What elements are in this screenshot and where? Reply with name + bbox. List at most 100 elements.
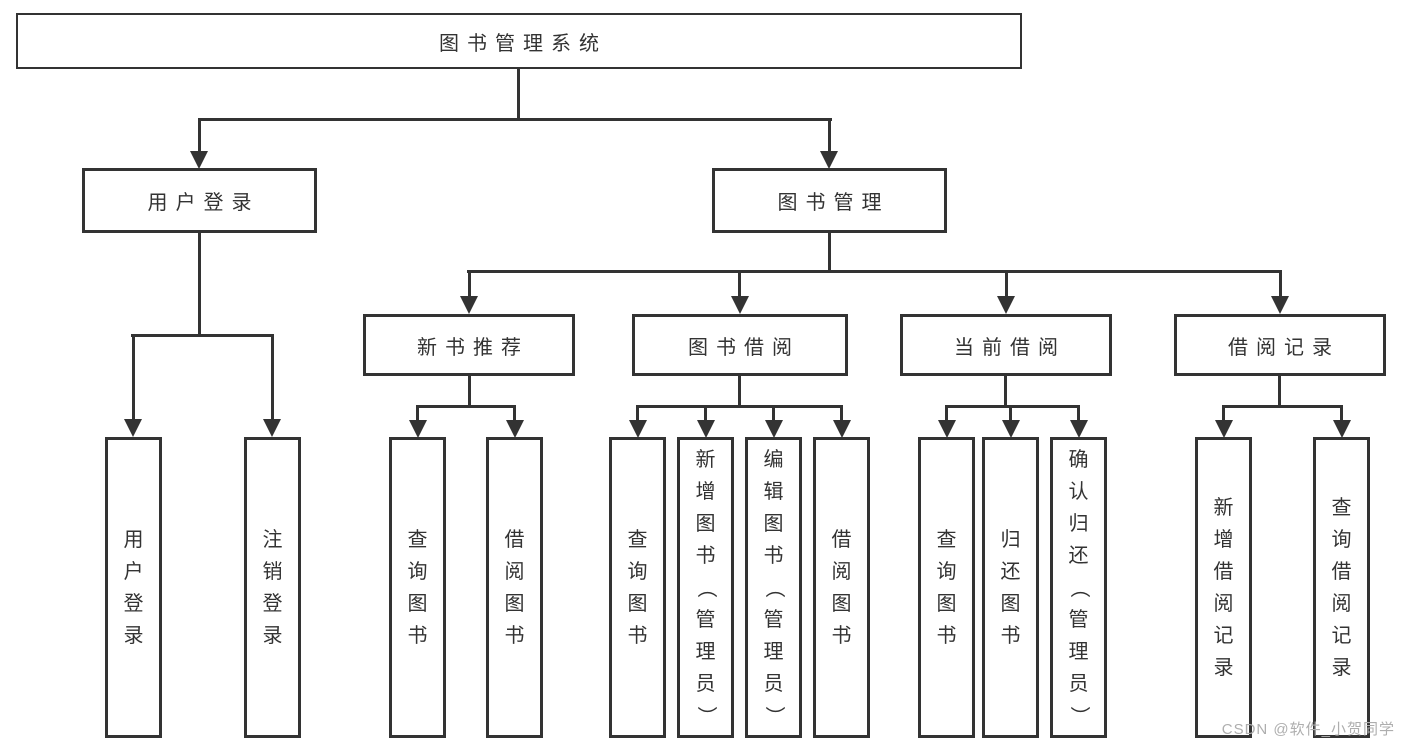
leaf-query-books: 查询图书 [389,437,446,738]
leaf-borrow-books: 借阅图书 [813,437,870,738]
node-label: 图书管理系统 [439,32,607,55]
leaf-label-char: 书 [763,544,784,567]
leaf-label-char: 记 [1213,624,1234,647]
connector-line [828,118,831,154]
leaf-label-char: 理 [695,640,716,663]
arrow-down-icon [124,419,142,437]
connector-line [738,270,741,298]
connector-line [468,270,471,298]
arrow-down-icon [506,420,524,438]
connector-line [945,405,1080,408]
leaf-label-char: 查 [1331,496,1352,519]
arrow-down-icon [697,420,715,438]
connector-line [738,376,741,408]
leaf-label-char: ） [762,705,785,726]
connector-line [513,405,516,423]
leaf-label-char: ） [1067,705,1090,726]
leaf-label-char: 销 [262,560,283,583]
leaf-label-char: （ [1067,577,1090,598]
node-book-management: 图书管理 [712,168,947,233]
connector-line [198,118,832,121]
arrow-down-icon [629,420,647,438]
leaf-label-char: 借 [1331,560,1352,583]
leaf-label-char: 图 [831,592,852,615]
connector-line [1222,405,1343,408]
leaf-label-char: 询 [627,560,648,583]
leaf-label-char: 书 [1000,624,1021,647]
leaf-label-char: 还 [1000,560,1021,583]
leaf-label-char: 阅 [831,560,852,583]
connector-line [945,405,948,423]
arrow-down-icon [833,420,851,438]
leaf-label-char: 注 [262,528,283,551]
leaf-label-char: 理 [1068,640,1089,663]
leaf-label-char: 确 [1068,448,1089,471]
connector-line [1222,405,1225,423]
node-label: 图书借阅 [688,336,800,359]
leaf-label-char: 查 [407,528,428,551]
arrow-down-icon [1215,420,1233,438]
arrow-down-icon [820,151,838,169]
connector-line [198,118,201,154]
leaf-label-char: 录 [262,624,283,647]
leaf-label-char: 询 [1331,528,1352,551]
leaf-label-char: 询 [936,560,957,583]
arrow-down-icon [1002,420,1020,438]
connector-line [772,405,775,423]
connector-line [416,405,516,408]
leaf-label-char: 查 [627,528,648,551]
arrow-down-icon [1271,296,1289,314]
connector-line [517,69,520,120]
leaf-logout: 注销登录 [244,437,301,738]
leaf-return-books: 归还图书 [982,437,1039,738]
connector-line [416,405,419,423]
arrow-down-icon [938,420,956,438]
leaf-label-char: 登 [123,592,144,615]
connector-line [132,334,135,422]
leaf-label-char: 归 [1068,512,1089,535]
leaf-label-char: ） [694,705,717,726]
leaf-label-char: 图 [1000,592,1021,615]
arrow-down-icon [409,420,427,438]
leaf-edit-books-admin: 编辑图书（管理员） [745,437,802,738]
connector-line [1005,270,1008,298]
leaf-label-char: 员 [763,672,784,695]
leaf-label-char: （ [762,577,785,598]
arrow-down-icon [1070,420,1088,438]
connector-line [704,405,707,423]
leaf-query-books: 查询图书 [918,437,975,738]
leaf-label-char: 图 [407,592,428,615]
node-book-borrowing: 图书借阅 [632,314,848,376]
leaf-label-char: 用 [123,528,144,551]
leaf-label-char: 阅 [504,560,525,583]
node-new-book-recommend: 新书推荐 [363,314,575,376]
leaf-label-char: 书 [695,544,716,567]
connector-line [840,405,843,423]
connector-line [1340,405,1343,423]
leaf-label-char: 询 [407,560,428,583]
leaf-label-char: 管 [763,608,784,631]
leaf-label-char: 增 [695,480,716,503]
node-current-borrowing: 当前借阅 [900,314,1112,376]
leaf-label-char: 书 [936,624,957,647]
node-label: 图书管理 [777,192,890,214]
leaf-label-char: 借 [831,528,852,551]
connector-line [636,405,639,423]
leaf-query-borrow-record: 查询借阅记录 [1313,437,1370,738]
leaf-label-char: 录 [123,624,144,647]
node-label: 用户登录 [147,192,260,214]
connector-line [1077,405,1080,423]
leaf-label-char: 书 [831,624,852,647]
leaf-label-char: 辑 [763,480,784,503]
connector-line [1279,270,1282,298]
leaf-add-books-admin: 新增图书（管理员） [677,437,734,738]
leaf-label-char: 借 [504,528,525,551]
leaf-label-char: 借 [1213,560,1234,583]
leaf-label-char: 图 [504,592,525,615]
node-label: 当前借阅 [954,336,1066,359]
leaf-label-char: 新 [1213,496,1234,519]
arrow-down-icon [765,420,783,438]
connector-line [1009,405,1012,423]
connector-line [131,334,274,337]
